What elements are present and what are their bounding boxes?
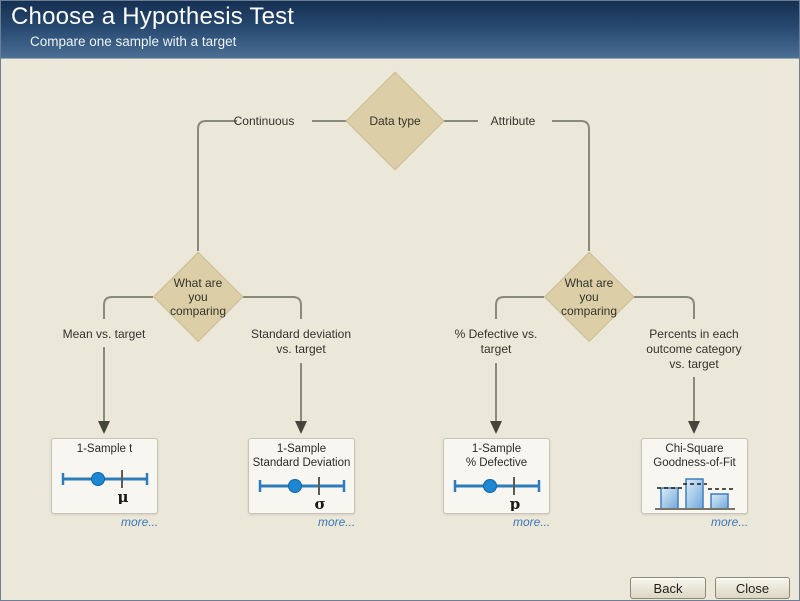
interval-plot-icon: μ (61, 469, 148, 504)
arrowhead-icon (98, 421, 110, 434)
arrowhead-icon (490, 421, 502, 434)
test-card-title: 1-Sample t (76, 443, 133, 455)
test-card-title: 1-Sample Standard Deviation (252, 443, 351, 469)
decision-node-data-type: Data type (345, 71, 445, 171)
more-link-1-sample-pct-defective[interactable]: more... (513, 515, 551, 529)
dialog-header: Choose a Hypothesis Test Compare one sam… (1, 1, 799, 59)
decision-node-label: Data type (369, 114, 421, 128)
branch-label-stdev-vs-target: Standard deviation vs. target (250, 327, 352, 356)
interval-plot-icon: p (453, 476, 540, 511)
page-title: Choose a Hypothesis Test (11, 3, 295, 30)
test-card-title: 1-Sample % Defective (465, 443, 528, 469)
sigma-symbol: σ (314, 495, 325, 511)
branch-label-pct-defective-vs-target: % Defective vs. target (454, 327, 538, 356)
test-card-chi-square-goodness-of-fit[interactable]: Chi-Square Goodness-of-Fit (641, 438, 748, 514)
branch-label-attribute: Attribute (490, 114, 536, 128)
test-card-1-sample-t[interactable]: 1-Sample t μ (51, 438, 158, 514)
more-link-1-sample-standard-deviation[interactable]: more... (318, 515, 356, 529)
p-symbol: p (509, 495, 520, 511)
decision-node-comparing-attribute: What are you comparing (543, 251, 635, 343)
decision-tree-canvas: Data type Continuous Attribute What are … (1, 58, 799, 600)
decision-node-label: What are you comparing (169, 276, 227, 318)
page-subtitle: Compare one sample with a target (30, 34, 237, 49)
close-button[interactable]: Close (715, 577, 790, 599)
bar-chart-icon (654, 477, 735, 510)
mu-symbol: μ (117, 488, 128, 504)
back-button[interactable]: Back (630, 577, 706, 599)
test-card-1-sample-standard-deviation[interactable]: 1-Sample Standard Deviation σ (248, 438, 355, 514)
decision-node-comparing-continuous: What are you comparing (152, 251, 244, 343)
more-link-chi-square[interactable]: more... (711, 515, 749, 529)
interval-plot-icon: σ (258, 476, 345, 511)
branch-label-percents-outcome-vs-target: Percents in each outcome category vs. ta… (646, 327, 742, 371)
branch-label-continuous: Continuous (233, 114, 295, 128)
more-link-1-sample-t[interactable]: more... (121, 515, 159, 529)
arrowhead-icon (688, 421, 700, 434)
arrowhead-icon (295, 421, 307, 434)
decision-node-label: What are you comparing (560, 276, 618, 318)
branch-label-mean-vs-target: Mean vs. target (62, 327, 146, 341)
test-card-title: Chi-Square Goodness-of-Fit (653, 443, 736, 469)
test-card-1-sample-pct-defective[interactable]: 1-Sample % Defective p (443, 438, 550, 514)
